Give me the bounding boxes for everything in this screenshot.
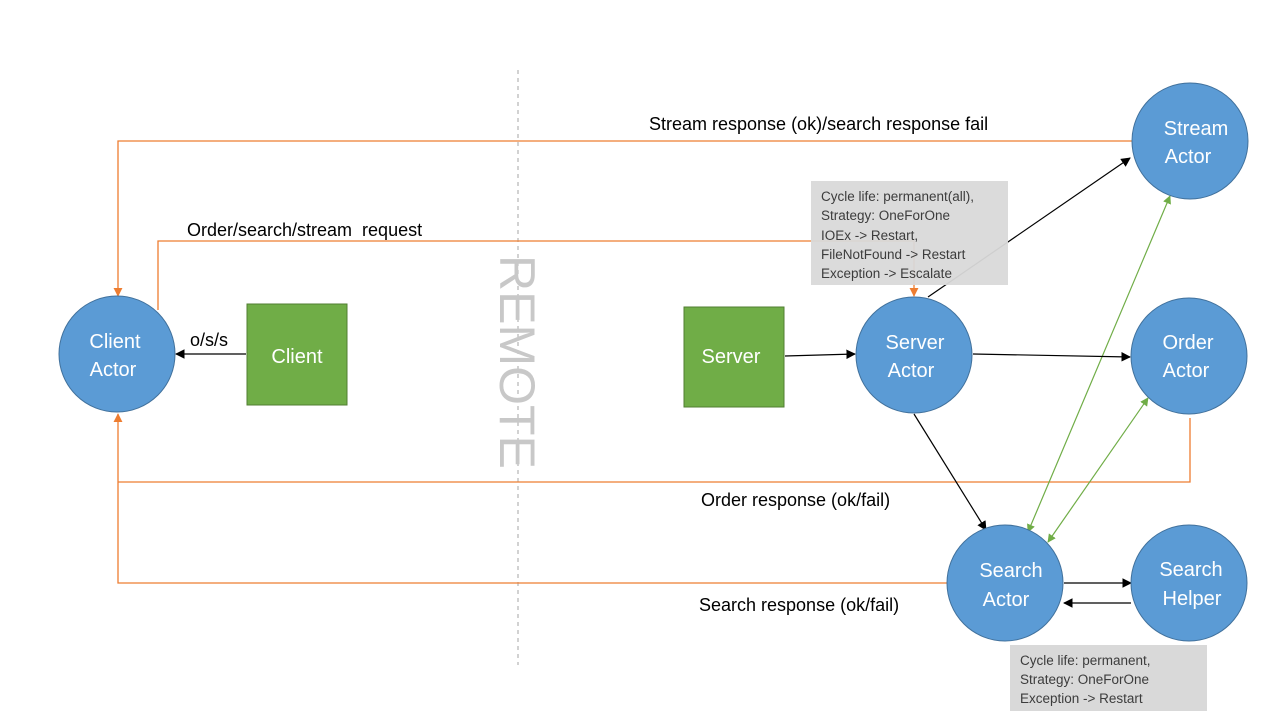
stream-actor-label-1: Stream [1164, 118, 1228, 140]
server-actor-label-2: Actor [888, 360, 935, 382]
server-actor-to-order-actor-arrow [972, 352, 1131, 362]
search-helper-label-1: Search [1159, 559, 1222, 581]
server-note-line-1: Cycle life: permanent(all), [821, 189, 974, 204]
stream-response-label: Stream response (ok)/search response fai… [649, 114, 988, 134]
server-note-line-5: Exception -> Escalate [821, 266, 952, 281]
search-actor-label-1: Search [979, 560, 1042, 582]
client-box-label: Client [271, 346, 323, 368]
search-note-line-1: Cycle life: permanent, [1020, 653, 1151, 668]
server-strategy-note: Cycle life: permanent(all), Strategy: On… [811, 181, 1008, 285]
server-to-server-actor-arrow [784, 349, 856, 360]
server-actor-node: Server Actor [855, 296, 973, 414]
server-box: Server [683, 306, 785, 408]
order-response-line [118, 418, 1191, 483]
search-strategy-note: Cycle life: permanent, Strategy: OneForO… [1010, 645, 1207, 711]
search-helper-label-2: Helper [1163, 588, 1222, 610]
client-box: Client [246, 303, 348, 406]
order-response-label: Order response (ok/fail) [701, 490, 890, 510]
supervision-line-order [1047, 397, 1149, 543]
search-note-line-3: Exception -> Restart [1020, 691, 1143, 706]
request-label: Order/search/stream request [187, 220, 422, 240]
search-response-label: Search response (ok/fail) [699, 595, 899, 615]
search-actor-label-2: Actor [983, 589, 1030, 611]
client-actor-label-1: Client [89, 331, 141, 353]
client-actor-label-2: Actor [90, 359, 137, 381]
order-actor-node: Order Actor [1130, 297, 1248, 415]
server-box-label: Server [702, 346, 761, 368]
server-note-line-2: Strategy: OneForOne [821, 208, 950, 223]
remote-divider-label: REMOTE [489, 255, 545, 469]
search-note-line-2: Strategy: OneForOne [1020, 672, 1149, 687]
oss-label: o/s/s [190, 330, 228, 350]
stream-actor-label-2: Actor [1165, 146, 1212, 168]
stream-response-line [113, 140, 1132, 297]
order-actor-label-2: Actor [1163, 360, 1210, 382]
server-note-line-4: FileNotFound -> Restart [821, 247, 966, 262]
search-actor-node: Search Actor [946, 524, 1064, 642]
order-actor-label-1: Order [1162, 332, 1213, 354]
server-note-line-3: IOEx -> Restart, [821, 228, 918, 243]
search-helper-node: Search Helper [1130, 524, 1248, 642]
stream-actor-node: Stream Actor [1131, 82, 1249, 200]
server-actor-to-search-actor-arrow [913, 413, 987, 531]
search-response-line [113, 413, 948, 584]
server-actor-label-1: Server [886, 332, 945, 354]
client-actor-node: Client Actor [58, 295, 176, 413]
